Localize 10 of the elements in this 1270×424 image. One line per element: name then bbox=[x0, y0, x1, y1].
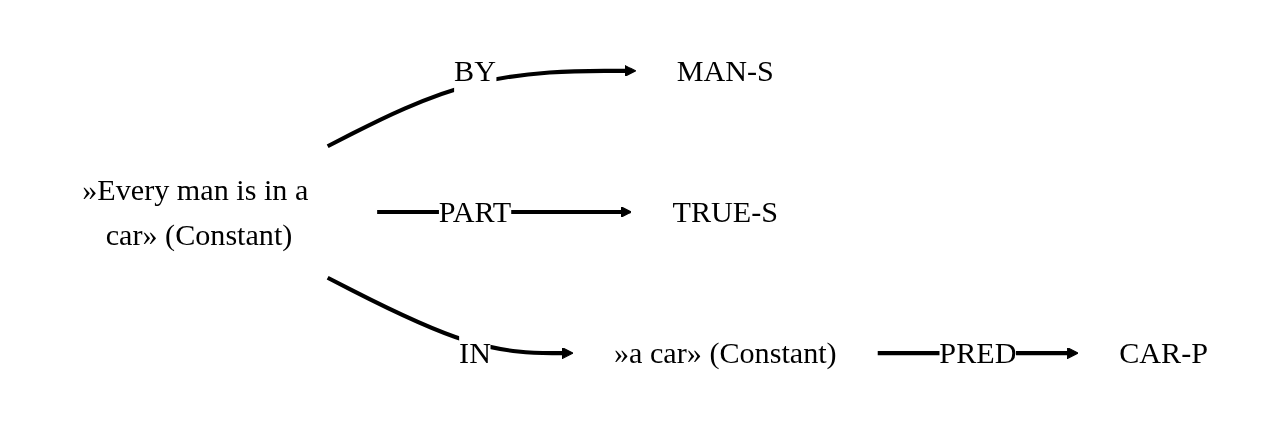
node-text: MAN-S bbox=[676, 53, 774, 89]
edge-label: BY bbox=[454, 53, 496, 89]
node-text: CAR-P bbox=[1119, 335, 1208, 371]
node-text: »Every man is in a car» (Constant) bbox=[82, 172, 309, 252]
edge-label: IN bbox=[459, 335, 491, 371]
arrow bbox=[326, 275, 574, 360]
edge-label: PRED bbox=[939, 335, 1017, 371]
edge-label: PART bbox=[438, 194, 512, 230]
node-text: TRUE-S bbox=[672, 194, 779, 230]
node-text: »a car» (Constant) bbox=[614, 335, 837, 371]
